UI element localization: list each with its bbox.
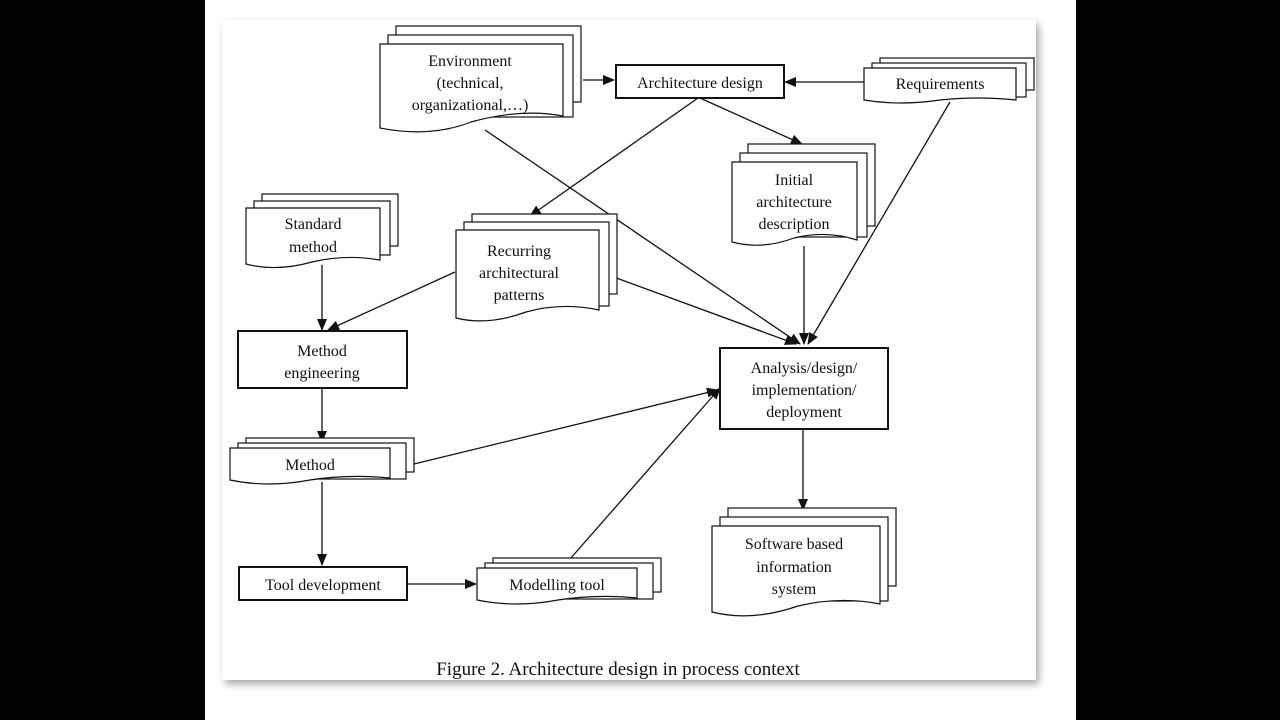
tool-development-label: Tool development: [265, 577, 381, 594]
initial-description-label-3: description: [758, 216, 829, 233]
standard-method-label-2: method: [289, 239, 337, 256]
architecture-design-label: Architecture design: [637, 75, 763, 92]
software-system-label-3: system: [772, 581, 817, 598]
analysis-design-box: [719, 347, 889, 430]
method-engineering-label-2: engineering: [284, 365, 360, 382]
analysis-design-label-3: deployment: [766, 404, 842, 421]
tool-development-box: [238, 566, 408, 601]
software-system-label-2: information: [756, 559, 832, 576]
software-system-label-1: Software based: [745, 536, 843, 553]
environment-label-1: Environment: [428, 53, 512, 70]
analysis-design-label-2: implementation/: [752, 382, 857, 399]
method-label: Method: [285, 457, 335, 474]
software-system-document: [711, 507, 897, 617]
initial-description-label-1: Initial: [775, 172, 814, 189]
analysis-design-label-1: Analysis/design/: [751, 360, 858, 377]
arrow-modelling-tool-to-analysis: [569, 387, 721, 560]
figure-caption: Figure 2. Architecture design in process…: [436, 659, 800, 680]
requirements-document: [863, 57, 1035, 104]
modelling-tool-document: [476, 557, 662, 605]
environment-document: [379, 25, 582, 133]
environment-label-3: organizational,…): [412, 97, 529, 114]
architecture-design-box: [615, 64, 785, 99]
initial-description-label-2: architecture: [756, 194, 832, 211]
recurring-patterns-label-2: architectural: [479, 265, 560, 282]
method-engineering-label-1: Method: [297, 343, 347, 360]
modelling-tool-label: Modelling tool: [509, 577, 605, 594]
arrow-architecture-design-to-recurring-patterns: [529, 97, 699, 217]
recurring-patterns-label-1: Recurring: [487, 243, 551, 260]
arrow-environment-to-analysis: [484, 129, 801, 345]
initial-architecture-description-document: [731, 143, 876, 246]
requirements-label: Requirements: [896, 76, 985, 93]
standard-method-label-1: Standard: [285, 216, 342, 233]
arrow-architecture-design-to-initial-description: [699, 97, 803, 145]
standard-method-document: [245, 193, 399, 269]
arrow-recurring-patterns-to-analysis: [599, 271, 797, 345]
recurring-patterns-label-3: patterns: [494, 287, 545, 304]
arrow-method-to-analysis: [413, 387, 719, 465]
recurring-patterns-document: [455, 213, 618, 322]
method-engineering-box: [237, 330, 408, 389]
arrow-requirements-to-analysis: [807, 101, 951, 345]
arrow-recurring-patterns-to-method-engineering: [327, 271, 456, 331]
method-document: [229, 437, 415, 485]
environment-label-2: (technical,: [436, 75, 503, 92]
